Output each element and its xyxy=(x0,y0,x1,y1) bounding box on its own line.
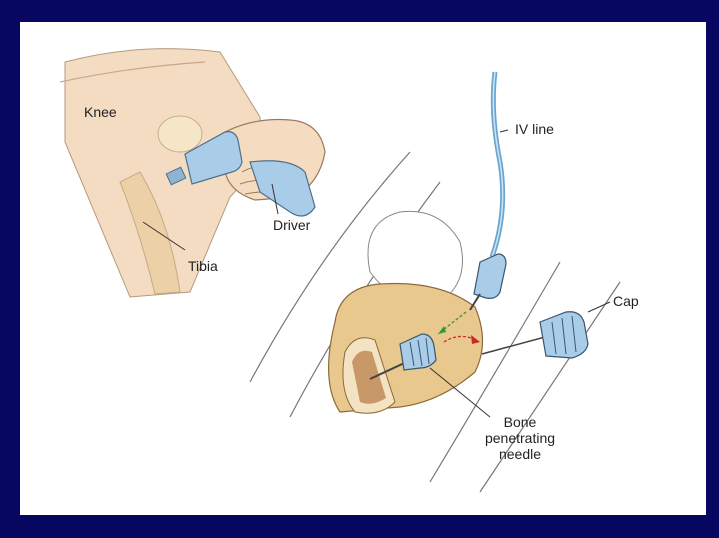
io-needle-diagram xyxy=(20,22,706,515)
label-bone-line-1: Bone xyxy=(475,414,565,430)
illustration-panel: Knee Tibia Driver IV line Cap Bone penet… xyxy=(20,22,706,515)
label-bone-line-2: penetrating xyxy=(475,430,565,446)
iv-leader xyxy=(500,130,508,132)
label-driver: Driver xyxy=(273,217,310,233)
label-knee: Knee xyxy=(84,104,117,120)
kneecap xyxy=(158,116,202,152)
label-bone-line-3: needle xyxy=(475,446,565,462)
label-bone-penetrating-needle: Bone penetrating needle xyxy=(475,414,565,462)
label-iv-line: IV line xyxy=(515,121,554,137)
iv-connector xyxy=(474,254,506,298)
cap-leader xyxy=(588,302,610,312)
cap-needle xyxy=(482,337,545,354)
label-tibia: Tibia xyxy=(188,258,218,274)
label-cap: Cap xyxy=(613,293,639,309)
